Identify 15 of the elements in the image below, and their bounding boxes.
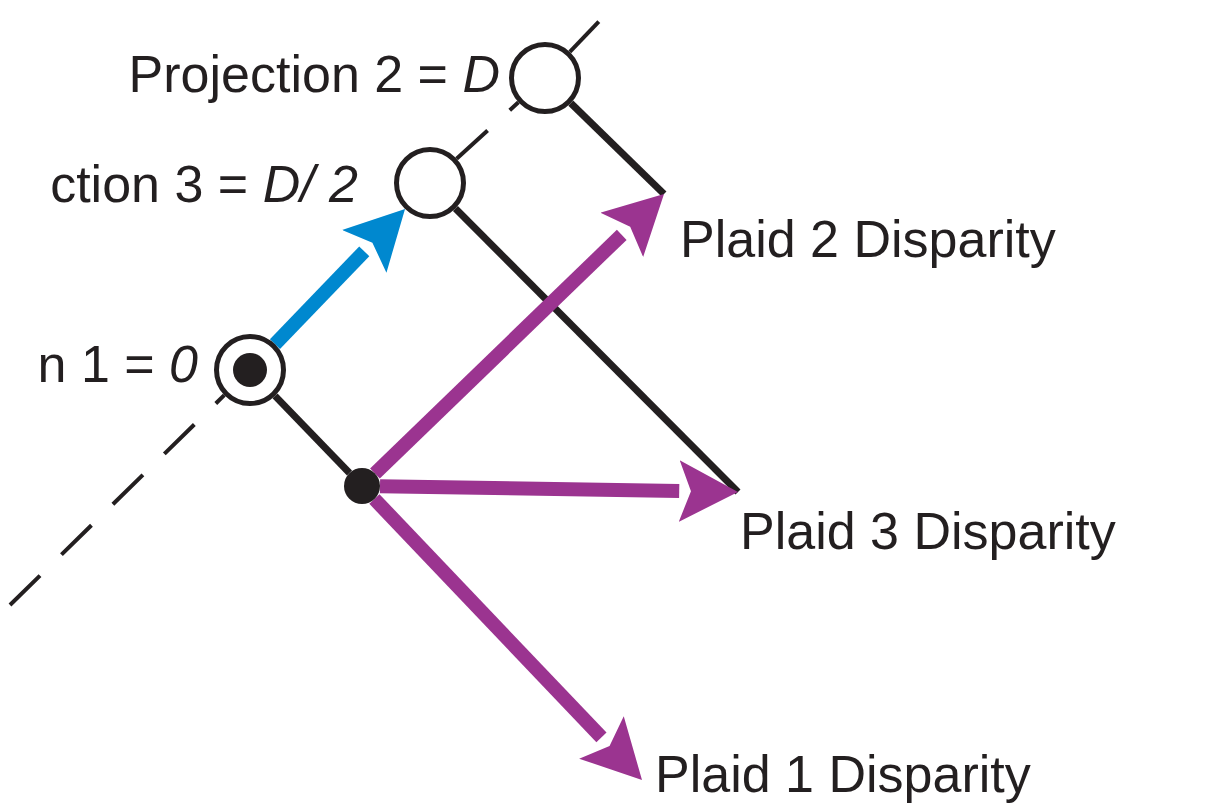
arrow (370, 194, 664, 479)
projection-label: n 1 = 0 (37, 338, 198, 390)
arrow (269, 208, 406, 349)
arrow (379, 460, 738, 522)
ring-marker (214, 334, 286, 406)
arrow (369, 494, 642, 780)
line (568, 100, 667, 197)
line (452, 206, 741, 495)
dot-marker (344, 468, 380, 504)
line (272, 393, 352, 476)
projection-label: ction 3 = D/ 2 (50, 158, 358, 210)
ring-marker (394, 147, 466, 219)
ring-marker (509, 42, 581, 114)
dashed-line (455, 100, 520, 161)
dashed-line (8, 393, 226, 607)
